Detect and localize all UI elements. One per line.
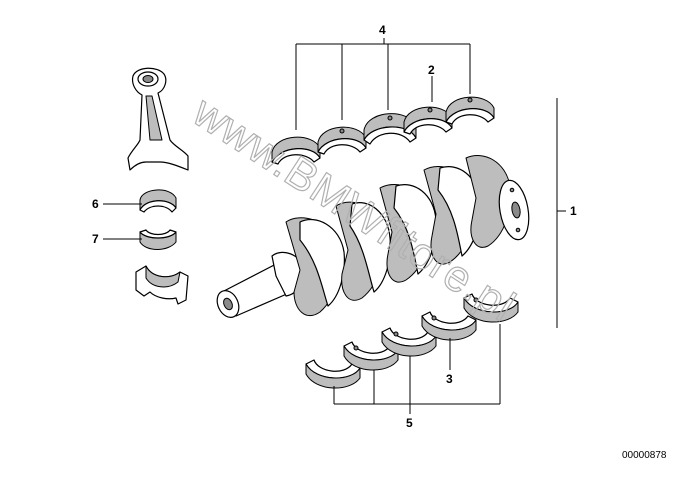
connecting-rod-cap bbox=[135, 265, 189, 305]
crankshaft bbox=[216, 155, 530, 318]
upper-shell-a bbox=[271, 136, 321, 165]
callout-6: 6 bbox=[92, 197, 99, 211]
callout-4: 4 bbox=[379, 23, 386, 37]
upper-shell-c bbox=[363, 113, 417, 145]
bearing-shell-7 bbox=[139, 229, 177, 250]
upper-shell-b bbox=[317, 126, 367, 155]
upper-bearing-shells bbox=[271, 96, 495, 165]
upper-shell-e bbox=[445, 96, 495, 125]
callout-3: 3 bbox=[446, 372, 453, 386]
lower-shell-c bbox=[381, 327, 437, 357]
callout-7: 7 bbox=[92, 232, 99, 246]
lower-shell-e bbox=[463, 293, 519, 323]
bearing-shell-6 bbox=[139, 189, 177, 213]
callout-2: 2 bbox=[428, 63, 435, 77]
reference-number: 00000878 bbox=[622, 450, 667, 461]
lower-shell-d bbox=[421, 311, 477, 341]
lower-bearing-shells bbox=[305, 293, 519, 389]
callout-5: 5 bbox=[406, 416, 413, 430]
lower-shell-b bbox=[343, 341, 399, 371]
upper-shell-d bbox=[403, 106, 453, 135]
connecting-rod bbox=[127, 67, 189, 171]
callout-1: 1 bbox=[570, 204, 577, 218]
leader-lines bbox=[103, 38, 566, 414]
